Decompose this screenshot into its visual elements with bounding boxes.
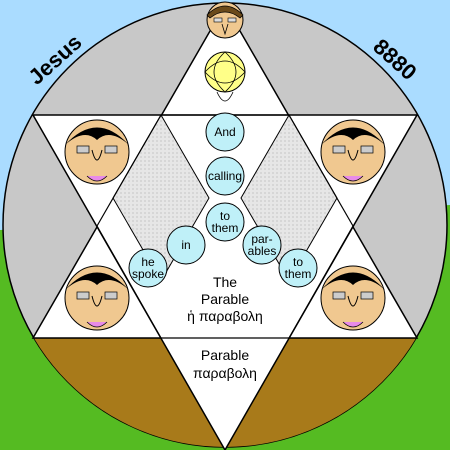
halo-icon [204,51,246,102]
center-line1: The [213,274,237,290]
word-bubble-circle [205,202,245,242]
top-face-icon [206,1,244,39]
face-icon-bottom-right [320,265,386,331]
word-bubble: calling [205,156,245,196]
word-bubble-circle [242,225,282,265]
word-bubble-text: spoke [132,267,164,281]
center-greek: ἡ παραβολη [187,308,263,324]
center-line2: Parable [201,291,249,307]
word-bubble-circle [205,112,245,152]
word-bubble-text: calling [208,169,242,183]
word-bubble-circle [205,156,245,196]
word-bubble-text: them [212,221,239,235]
bottom-greek: παραβολη [193,365,257,381]
word-bubble-text: par- [251,232,272,246]
word-bubble: in [166,225,206,265]
word-bubble-circle [278,248,318,288]
word-bubble-text: in [181,238,190,252]
word-bubble-text: And [214,125,235,139]
word-bubble-circle [128,248,168,288]
word-bubble-text: ables [248,244,277,258]
bottom-english: Parable [201,347,249,363]
word-bubble-text: he [141,255,155,269]
word-bubble-text: to [220,209,230,223]
word-bubble-circle [166,225,206,265]
word-bubble: And [205,112,245,152]
face-icon-top-right [320,119,386,185]
face-icon-top-left [64,119,130,185]
word-bubble-text: to [293,255,303,269]
face-icon-bottom-left [64,265,130,331]
word-bubble: par-ables [242,225,282,265]
word-bubble-text: them [285,267,312,281]
